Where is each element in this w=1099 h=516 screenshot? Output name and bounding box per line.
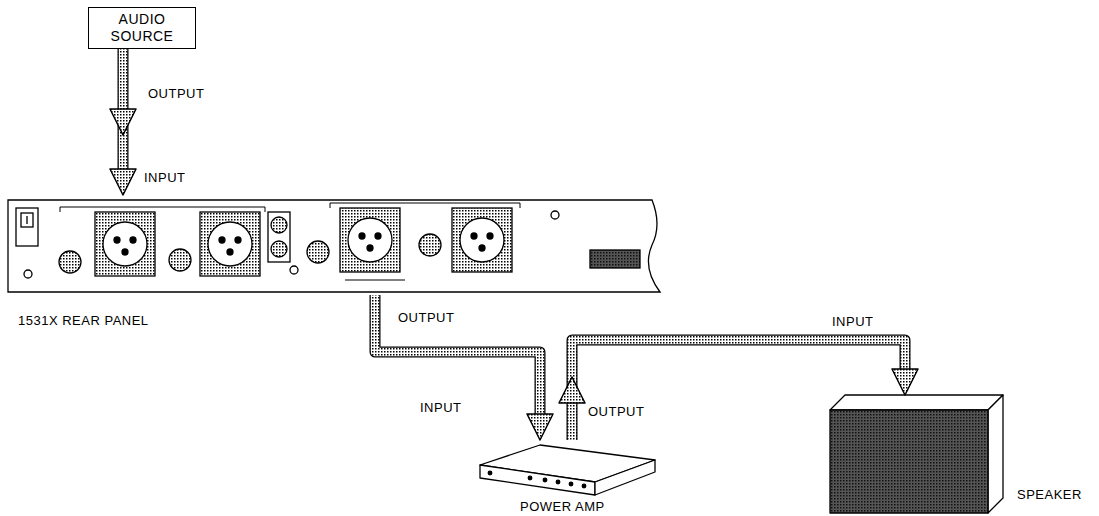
signal-cable — [559, 340, 918, 440]
edge-label: OUTPUT — [396, 310, 456, 325]
device-label: SPEAKER — [1017, 487, 1082, 502]
speaker-drawing — [830, 395, 1003, 513]
speaker-node: SPEAKER — [830, 395, 1005, 515]
signal-cable — [375, 295, 553, 440]
device-label: 1531X REAR PANEL — [18, 313, 149, 328]
port-label: INPUT — [142, 170, 188, 185]
edge-label: OUTPUT — [586, 404, 646, 419]
signal-cable — [110, 49, 136, 195]
power-amp-node: POWER AMP — [480, 440, 655, 498]
node-text: AUDIO SOURCE — [95, 11, 189, 45]
rear-panel — [8, 200, 660, 292]
source-box: AUDIO SOURCE — [88, 7, 196, 49]
device-label: POWER AMP — [520, 499, 605, 514]
port-label: INPUT — [830, 314, 876, 329]
port-label: INPUT — [418, 400, 464, 415]
power-amp-drawing — [480, 445, 655, 495]
edge-label: OUTPUT — [146, 86, 206, 101]
rear-panel-node: 1531X REAR PANEL — [8, 195, 663, 295]
